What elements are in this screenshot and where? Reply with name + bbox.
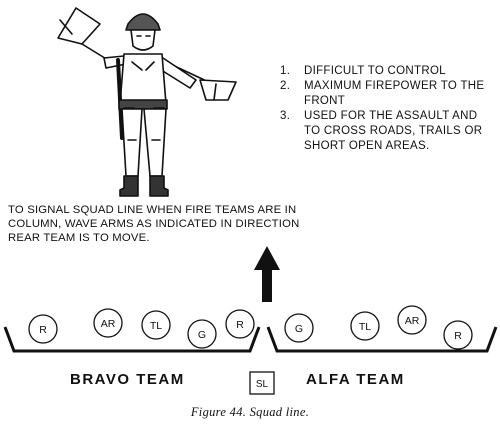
item-number: 3. xyxy=(280,110,291,122)
alfa-member-4: R xyxy=(443,320,473,350)
alfa-member-3: AR xyxy=(397,305,427,335)
svg-text:R: R xyxy=(454,330,462,342)
signal-instruction-text: TO SIGNAL SQUAD LINE WHEN FIRE TEAMS ARE… xyxy=(8,204,300,244)
bravo-member-1: R xyxy=(28,314,58,344)
characteristic-item: 3. USED FOR THE ASSAULT AND TO CROSS ROA… xyxy=(280,109,495,154)
alfa-team-label: ALFA TEAM xyxy=(306,371,405,388)
characteristic-item: 1. DIFFICULT TO CONTROL xyxy=(280,64,495,79)
svg-text:TL: TL xyxy=(150,320,162,332)
item-text: MAXIMUM FIREPOWER TO THE FRONT xyxy=(304,80,485,107)
bravo-team-bracket xyxy=(3,326,261,353)
characteristic-item: 2. MAXIMUM FIREPOWER TO THE FRONT xyxy=(280,79,495,109)
item-number: 2. xyxy=(280,80,291,92)
item-text: USED FOR THE ASSAULT AND TO CROSS ROADS,… xyxy=(304,110,483,152)
alfa-member-1: G xyxy=(284,313,314,343)
alfa-team-bracket xyxy=(266,326,498,353)
bravo-member-2: AR xyxy=(93,308,123,338)
bravo-member-3: TL xyxy=(141,310,171,340)
svg-text:G: G xyxy=(295,323,303,335)
bravo-team-label: BRAVO TEAM xyxy=(70,371,185,388)
svg-text:AR: AR xyxy=(101,318,116,330)
bravo-member-5: R xyxy=(225,309,255,339)
svg-text:SL: SL xyxy=(256,379,269,390)
svg-text:R: R xyxy=(236,319,244,331)
svg-text:G: G xyxy=(198,329,206,341)
direction-arrow xyxy=(254,246,280,302)
item-text: DIFFICULT TO CONTROL xyxy=(304,65,446,77)
characteristics-list: 1. DIFFICULT TO CONTROL 2. MAXIMUM FIREP… xyxy=(280,64,495,154)
svg-text:TL: TL xyxy=(359,321,371,333)
svg-text:AR: AR xyxy=(405,315,420,327)
bravo-member-4: G xyxy=(187,319,217,349)
svg-text:R: R xyxy=(39,324,47,336)
signaling-soldier-illustration xyxy=(57,7,237,197)
figure-caption: Figure 44. Squad line. xyxy=(190,405,310,419)
squad-leader-box: SL xyxy=(249,371,275,395)
alfa-member-2: TL xyxy=(350,311,380,341)
item-number: 1. xyxy=(280,65,291,77)
